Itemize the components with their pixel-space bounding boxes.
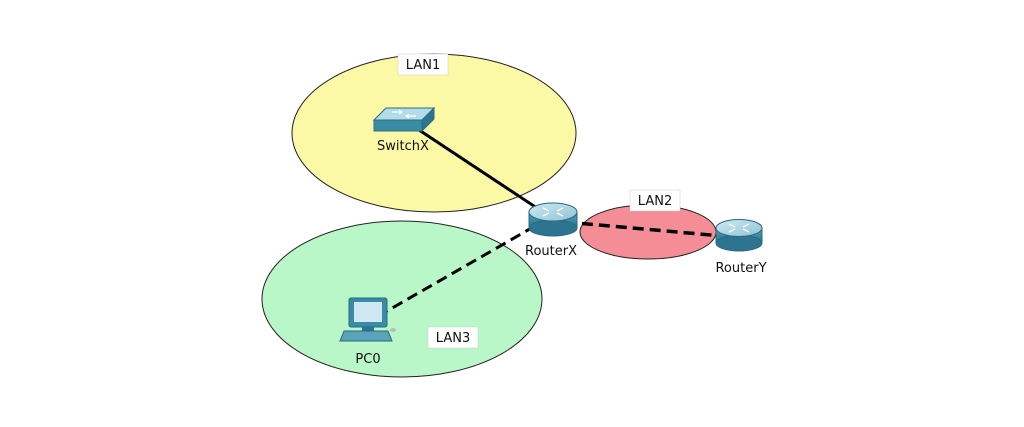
pc-icon: [339, 297, 396, 342]
switch-icon: [372, 106, 436, 133]
lan1-zone: [291, 53, 577, 213]
router-icon: [715, 219, 763, 252]
router-icon: [528, 202, 578, 237]
routerx-device[interactable]: RouterX: [525, 202, 578, 259]
link-routerx-pc0[interactable]: [386, 224, 536, 313]
routery-label: RouterY: [715, 261, 766, 276]
pc0-device[interactable]: PC0: [339, 297, 396, 367]
switchx-label: SwitchX: [377, 139, 429, 154]
lan2-label-text: LAN2: [638, 194, 672, 209]
lan3-label: LAN3: [427, 326, 479, 349]
link-routerx-routery[interactable]: [564, 220, 723, 238]
lan3-label-text: LAN3: [436, 331, 470, 346]
lan1-label: LAN1: [397, 53, 449, 76]
lan2-zone: [579, 204, 717, 260]
switchx-device[interactable]: SwitchX: [372, 106, 436, 154]
pc0-label: PC0: [355, 352, 380, 367]
lan2-label: LAN2: [629, 189, 681, 212]
link-switchx-routerx[interactable]: [409, 122, 550, 218]
routerx-label: RouterX: [525, 244, 577, 259]
routery-device[interactable]: RouterY: [715, 219, 767, 277]
lan1-label-text: LAN1: [406, 58, 440, 73]
